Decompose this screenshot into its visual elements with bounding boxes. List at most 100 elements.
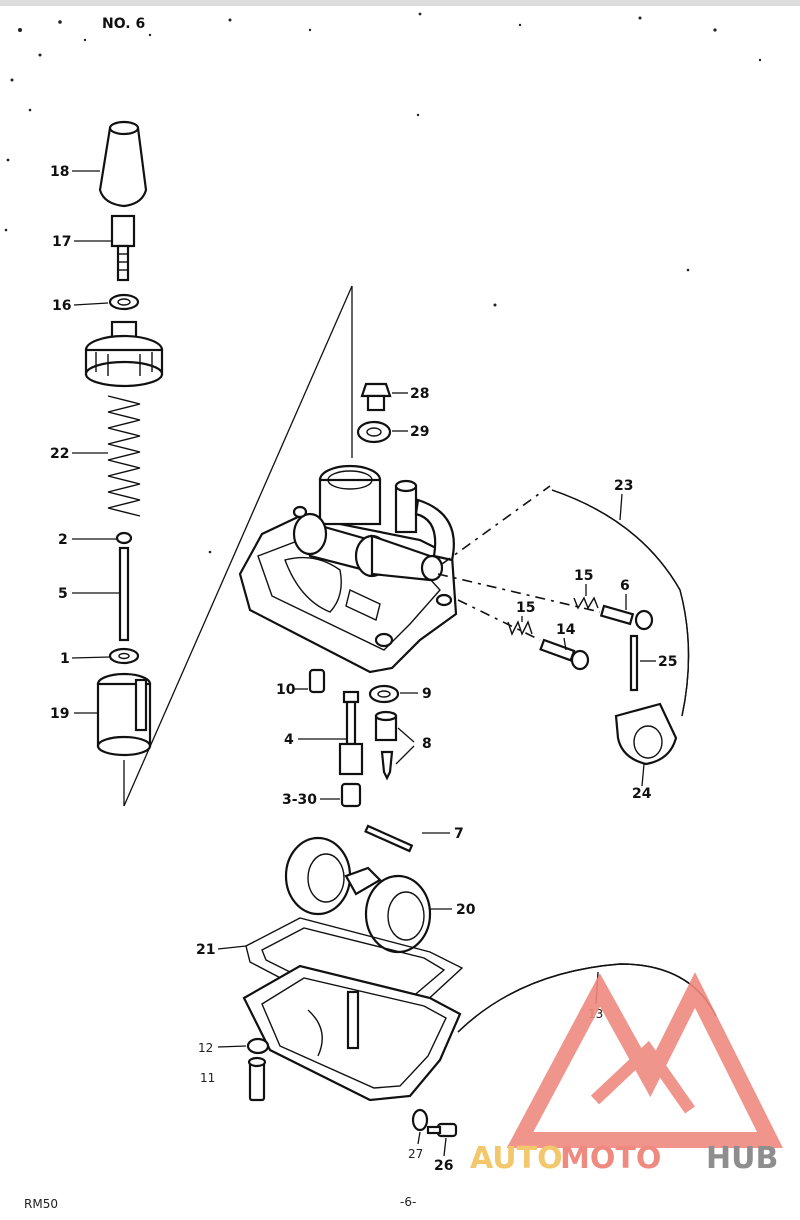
svg-text:19: 19 bbox=[50, 706, 69, 722]
svg-text:7: 7 bbox=[454, 826, 464, 842]
watermark-text-auto: AUTO bbox=[470, 1141, 563, 1176]
svg-text:15: 15 bbox=[574, 568, 593, 584]
svg-text:21: 21 bbox=[196, 942, 215, 958]
watermark-text-hub: HUB bbox=[706, 1141, 778, 1176]
callout-5: 5 bbox=[58, 586, 120, 602]
callout-15b: 15 bbox=[516, 600, 535, 622]
watermark-text-moto: MOTO bbox=[560, 1141, 661, 1176]
screw-28 bbox=[360, 382, 392, 412]
callout-6: 6 bbox=[620, 578, 630, 610]
callout-14: 14 bbox=[556, 622, 576, 651]
callout-15a: 15 bbox=[574, 568, 593, 596]
svg-text:17: 17 bbox=[52, 234, 71, 250]
callout-28: 28 bbox=[392, 386, 429, 402]
screw-26 bbox=[426, 1122, 458, 1138]
gasket-21 bbox=[245, 917, 464, 1017]
watermark-logo bbox=[506, 972, 783, 1148]
float-20 bbox=[284, 836, 432, 954]
callout-11: 11 bbox=[200, 1071, 215, 1085]
svg-text:18: 18 bbox=[50, 164, 69, 180]
callout-25: 25 bbox=[640, 654, 677, 670]
spring-15a bbox=[573, 596, 599, 610]
svg-text:4: 4 bbox=[284, 732, 294, 748]
callout-7: 7 bbox=[422, 826, 464, 842]
carburetor-body bbox=[238, 464, 458, 674]
centerline-idle bbox=[457, 599, 541, 641]
screw-11 bbox=[247, 1056, 267, 1102]
clip-2 bbox=[115, 531, 133, 545]
cap-24 bbox=[614, 702, 678, 766]
svg-text:24: 24 bbox=[632, 786, 652, 802]
callout-17: 17 bbox=[52, 234, 112, 250]
main-jet-3-30 bbox=[340, 782, 362, 808]
needle-jet-4 bbox=[338, 690, 364, 776]
footer-model: RM50 bbox=[24, 1197, 58, 1211]
washer-12 bbox=[246, 1037, 270, 1055]
top-cap-ring bbox=[84, 320, 164, 388]
centerline-23 bbox=[441, 485, 551, 565]
callout-22: 22 bbox=[50, 446, 108, 462]
svg-text:16: 16 bbox=[52, 298, 71, 314]
pin-25 bbox=[629, 634, 639, 692]
callout-8: 8 bbox=[395, 727, 432, 765]
svg-text:23: 23 bbox=[614, 478, 633, 494]
callout-27: 27 bbox=[408, 1131, 423, 1161]
throttle-cap-18 bbox=[98, 120, 148, 208]
svg-text:26: 26 bbox=[434, 1158, 453, 1174]
callout-12: 12 bbox=[198, 1041, 247, 1055]
washer-29 bbox=[356, 420, 392, 444]
washer-1 bbox=[108, 647, 140, 665]
svg-text:5: 5 bbox=[58, 586, 68, 602]
svg-text:2: 2 bbox=[58, 532, 68, 548]
svg-text:11: 11 bbox=[200, 1071, 215, 1085]
figure-label: NO. 6 bbox=[102, 16, 145, 32]
callout-21: 21 bbox=[196, 942, 247, 958]
scan-noise bbox=[0, 0, 800, 554]
callout-23: 23 bbox=[614, 478, 633, 521]
callout-16: 16 bbox=[52, 298, 109, 314]
svg-text:1: 1 bbox=[60, 651, 70, 667]
callout-9: 9 bbox=[400, 686, 432, 702]
svg-text:9: 9 bbox=[422, 686, 432, 702]
svg-text:29: 29 bbox=[410, 424, 429, 440]
callout-24: 24 bbox=[632, 763, 652, 802]
svg-text:22: 22 bbox=[50, 446, 69, 462]
axis-diagonal bbox=[123, 285, 353, 807]
callout-20: 20 bbox=[430, 902, 476, 918]
screw-6 bbox=[599, 604, 654, 631]
callout-18: 18 bbox=[50, 164, 100, 180]
float-valve-8 bbox=[374, 710, 398, 781]
callout-3-30: 3-30 bbox=[282, 792, 340, 808]
svg-text:28: 28 bbox=[410, 386, 429, 402]
callout-10: 10 bbox=[276, 682, 308, 698]
nut-16 bbox=[108, 293, 140, 311]
callout-19: 19 bbox=[50, 706, 98, 722]
svg-text:12: 12 bbox=[198, 1041, 213, 1055]
callout-29: 29 bbox=[392, 424, 429, 440]
adjuster-17 bbox=[110, 214, 136, 282]
svg-text:8: 8 bbox=[422, 736, 432, 752]
spring-15b bbox=[507, 620, 533, 636]
svg-text:27: 27 bbox=[408, 1147, 423, 1161]
callout-26: 26 bbox=[434, 1137, 453, 1174]
callout-4: 4 bbox=[284, 732, 346, 748]
svg-text:10: 10 bbox=[276, 682, 296, 698]
centerline-pilot bbox=[437, 573, 601, 613]
throttle-valve-19 bbox=[96, 672, 152, 757]
callout-2: 2 bbox=[58, 532, 116, 548]
pin-7 bbox=[364, 824, 414, 853]
needle-5 bbox=[118, 546, 130, 642]
float-bowl bbox=[242, 964, 462, 1102]
washer-9 bbox=[368, 684, 400, 704]
svg-text:14: 14 bbox=[556, 622, 576, 638]
svg-text:15: 15 bbox=[516, 600, 535, 616]
svg-text:25: 25 bbox=[658, 654, 677, 670]
svg-text:6: 6 bbox=[620, 578, 630, 594]
jet-10 bbox=[308, 668, 326, 694]
svg-text:3-30: 3-30 bbox=[282, 792, 317, 808]
svg-text:20: 20 bbox=[456, 902, 476, 918]
spring-22 bbox=[107, 395, 141, 517]
footer-page: -6- bbox=[400, 1195, 416, 1209]
